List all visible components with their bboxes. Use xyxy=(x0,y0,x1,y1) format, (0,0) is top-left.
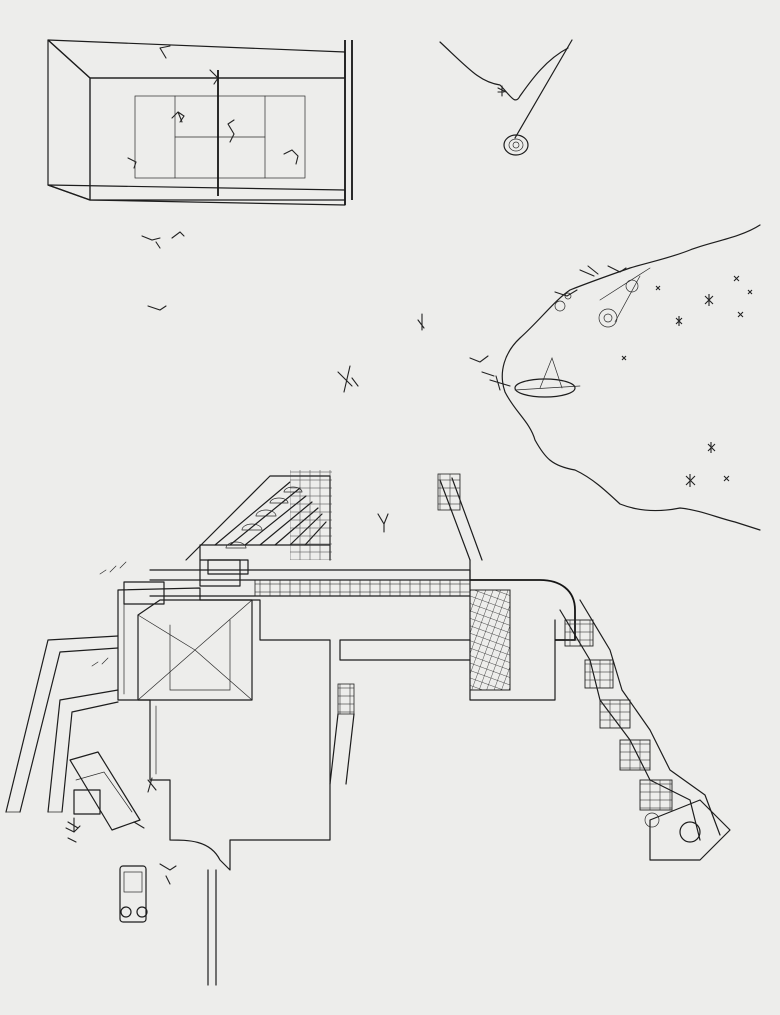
coastline xyxy=(501,224,761,531)
stone-wall-detail xyxy=(329,473,461,785)
terrace-stone xyxy=(290,470,332,560)
tennis-court xyxy=(47,39,353,206)
court-wall-bottom xyxy=(47,184,346,206)
flag-pole xyxy=(514,39,573,139)
carriage xyxy=(65,751,157,843)
stars xyxy=(621,275,753,487)
tennis-players xyxy=(127,45,299,169)
flag-cloth xyxy=(439,41,569,101)
flag-base xyxy=(503,134,529,156)
jetty-block xyxy=(469,589,511,691)
stair-terminus xyxy=(649,799,731,861)
house xyxy=(117,559,331,986)
court-wall-top xyxy=(47,39,346,79)
car xyxy=(119,863,177,923)
boat-hull xyxy=(514,378,576,398)
flag-mark xyxy=(497,85,507,97)
terrace-arcade xyxy=(185,470,332,575)
garden-outline xyxy=(117,587,331,871)
boat-sail xyxy=(539,356,563,389)
court-wall-left xyxy=(47,39,91,201)
court-lines xyxy=(134,95,306,179)
winding-stair xyxy=(559,599,731,861)
house-roof xyxy=(137,599,253,701)
court-wall-right xyxy=(344,40,353,205)
pennant-flag xyxy=(439,39,573,156)
driveway xyxy=(207,869,217,986)
human-figures xyxy=(141,231,627,533)
garden-walls xyxy=(5,561,127,813)
